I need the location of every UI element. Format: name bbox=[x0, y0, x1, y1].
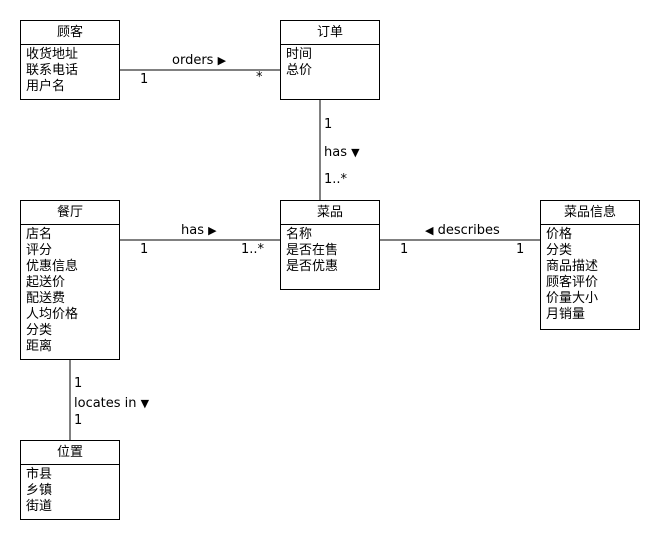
class-restaurant: 餐厅 店名 评分 优惠信息 起送价 配送费 人均价格 分类 距离 bbox=[20, 200, 120, 360]
multiplicity-order-side: 1 bbox=[324, 117, 333, 132]
direction-arrow-icon: ◀ bbox=[425, 224, 434, 237]
attribute: 街道 bbox=[26, 499, 53, 514]
attribute: 是否优惠 bbox=[286, 259, 339, 274]
attribute: 月销量 bbox=[546, 307, 586, 322]
attribute: 用户名 bbox=[26, 79, 66, 94]
attribute: 价量大小 bbox=[546, 291, 599, 306]
attribute: 价格 bbox=[546, 227, 573, 242]
assoc-label-text: describes bbox=[437, 223, 500, 238]
class-location-name: 位置 bbox=[21, 441, 119, 465]
direction-arrow-icon: ▶ bbox=[208, 224, 217, 237]
class-restaurant-name: 餐厅 bbox=[21, 201, 119, 225]
assoc-restaurant-dish-label: has ▶ bbox=[181, 223, 217, 239]
class-customer-name: 顾客 bbox=[21, 21, 119, 45]
attribute: 起送价 bbox=[26, 275, 66, 290]
assoc-info-dish-label: ◀ describes bbox=[425, 223, 500, 239]
attribute: 人均价格 bbox=[26, 307, 79, 322]
attribute: 商品描述 bbox=[546, 259, 599, 274]
attribute: 优惠信息 bbox=[26, 259, 79, 274]
class-order-attributes: 时间 总价 bbox=[281, 45, 379, 79]
attribute: 分类 bbox=[26, 323, 53, 338]
attribute: 距离 bbox=[26, 339, 53, 354]
multiplicity-order: * bbox=[256, 70, 263, 85]
attribute: 分类 bbox=[546, 243, 573, 258]
multiplicity-customer: 1 bbox=[140, 72, 149, 87]
multiplicity-location: 1 bbox=[74, 413, 83, 428]
attribute: 联系电话 bbox=[26, 63, 79, 78]
direction-arrow-icon: ▼ bbox=[351, 146, 360, 159]
class-restaurant-attributes: 店名 评分 优惠信息 起送价 配送费 人均价格 分类 距离 bbox=[21, 225, 119, 355]
assoc-customer-order-label: orders ▶ bbox=[172, 53, 226, 69]
multiplicity-restaurant: 1 bbox=[140, 242, 149, 257]
class-location-attributes: 市县 乡镇 街道 bbox=[21, 465, 119, 515]
multiplicity-restaurant-end: 1 bbox=[74, 376, 83, 391]
class-dish-info-attributes: 价格 分类 商品描述 顾客评价 价量大小 月销量 bbox=[541, 225, 639, 323]
class-order: 订单 时间 总价 bbox=[280, 20, 380, 100]
assoc-label-text: locates in bbox=[74, 396, 137, 411]
attribute: 收货地址 bbox=[26, 47, 79, 62]
multiplicity-dish-side: 1..* bbox=[324, 172, 348, 187]
attribute: 评分 bbox=[26, 243, 53, 258]
attribute: 时间 bbox=[286, 47, 313, 62]
multiplicity-dish-end: 1 bbox=[400, 242, 409, 257]
class-order-name: 订单 bbox=[281, 21, 379, 45]
attribute: 总价 bbox=[286, 63, 313, 78]
assoc-label-text: orders bbox=[172, 53, 214, 68]
attribute: 市县 bbox=[26, 467, 53, 482]
class-dish: 菜品 名称 是否在售 是否优惠 bbox=[280, 200, 380, 290]
direction-arrow-icon: ▼ bbox=[140, 397, 150, 410]
class-dish-attributes: 名称 是否在售 是否优惠 bbox=[281, 225, 379, 275]
attribute: 名称 bbox=[286, 227, 313, 242]
attribute: 顾客评价 bbox=[546, 275, 599, 290]
attribute: 乡镇 bbox=[26, 483, 53, 498]
class-customer-attributes: 收货地址 联系电话 用户名 bbox=[21, 45, 119, 95]
class-dish-info: 菜品信息 价格 分类 商品描述 顾客评价 价量大小 月销量 bbox=[540, 200, 640, 330]
direction-arrow-icon: ▶ bbox=[217, 54, 227, 67]
assoc-label-text: has bbox=[324, 145, 347, 160]
class-customer: 顾客 收货地址 联系电话 用户名 bbox=[20, 20, 120, 100]
attribute: 店名 bbox=[26, 227, 53, 242]
multiplicity-dish-info: 1 bbox=[516, 242, 525, 257]
attribute: 是否在售 bbox=[286, 243, 339, 258]
class-location: 位置 市县 乡镇 街道 bbox=[20, 440, 120, 520]
assoc-label-text: has bbox=[181, 223, 204, 238]
class-dish-name: 菜品 bbox=[281, 201, 379, 225]
assoc-restaurant-location-label: locates in ▼ bbox=[74, 396, 149, 412]
class-dish-info-name: 菜品信息 bbox=[541, 201, 639, 225]
attribute: 配送费 bbox=[26, 291, 66, 306]
assoc-order-dish-label: has ▼ bbox=[324, 145, 360, 161]
multiplicity-dish: 1..* bbox=[241, 242, 265, 257]
